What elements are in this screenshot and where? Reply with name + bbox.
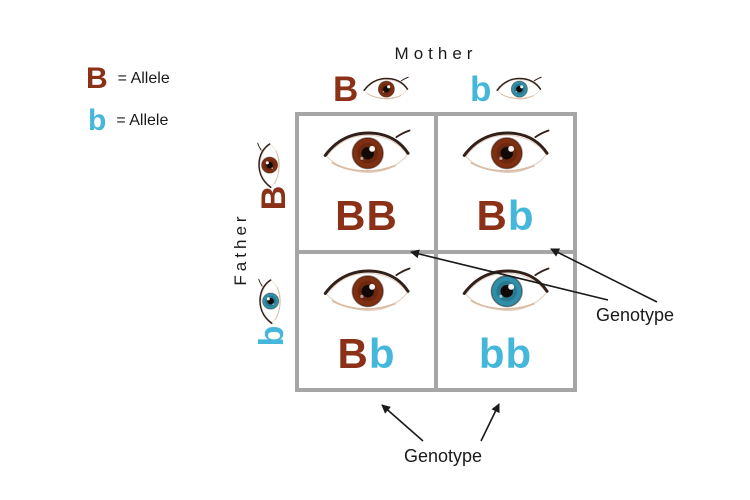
legend-row-blue-allele: b = Allele [88,106,168,136]
allele-symbol-B: B [86,62,108,95]
genotype-text: Bb [337,330,396,377]
punnett-cell-Bb-bottom: Bb [299,254,434,388]
allele-symbol-b: b [88,104,107,137]
genotype-label-right: Genotype [596,305,675,325]
allele-symbol-b: b [470,69,492,109]
allele-symbol-B: B [333,69,359,109]
mother-allele-b: b [470,70,542,108]
blue-eye-icon [462,266,550,318]
genotype-text: bb [478,330,533,377]
genotype-text: BB [335,192,398,239]
mother-allele-B: B [333,70,409,108]
mother-heading: Mother [394,44,478,63]
allele-symbol-B: B [255,185,293,211]
genotype-text: Bb [476,192,535,239]
brown-eye-icon [323,128,411,180]
punnett-grid: BB Bb Bb bb [295,112,577,392]
brown-eye-icon [323,266,411,318]
brown-eye-icon [363,76,409,103]
blue-eye-icon [496,76,542,103]
allele-symbol-b: b [253,325,291,347]
father-heading: Father [231,212,250,286]
punnett-cell-Bb-top: Bb [438,116,573,250]
legend-label: = Allele [117,70,170,87]
brown-eye-icon [462,128,550,180]
legend-label: = Allele [116,112,169,129]
punnett-cell-bb: bb [438,254,573,388]
arrow-to-bottom-left-cell [381,404,424,442]
arrow-to-bottom-right-cell [480,403,500,442]
legend-row-brown-allele: B = Allele [86,64,170,94]
genotype-label-bottom: Genotype [404,446,483,466]
punnett-cell-BB: BB [299,116,434,250]
